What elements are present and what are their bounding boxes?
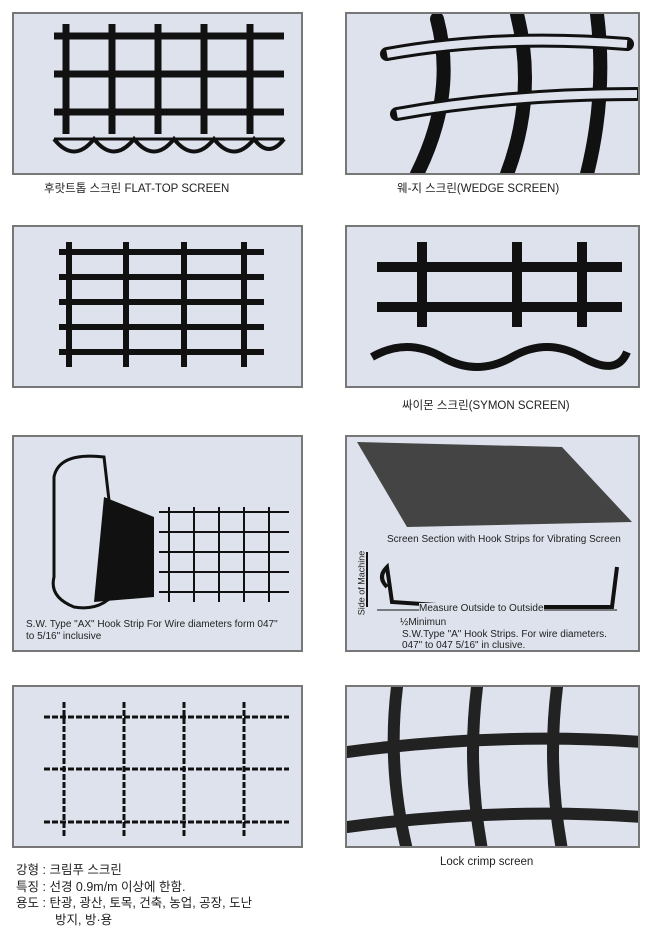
ax-hook-caption: S.W. Type "AX" Hook Strip For Wire diame… xyxy=(26,619,278,630)
wedge-caption: 웨-지 스크린(WEDGE SCREEN) xyxy=(397,183,560,195)
a-hook-strip-image: Screen Section with Hook Strips for Vibr… xyxy=(345,435,640,652)
a-hook-caption-line2: 047" to 047 5/16" in clusive. xyxy=(402,640,526,651)
crimp-mesh-drawing xyxy=(44,702,289,837)
double-crimp-screen-image xyxy=(12,225,303,388)
spec-list: 강형 : 크림푸 스크린 특징 : 선경 0.9m/m 이상에 한함. 용도 :… xyxy=(16,862,252,928)
ax-hook-strip-drawing xyxy=(51,454,289,610)
flat-top-caption: 후랏트톱 스크린 FLAT-TOP SCREEN xyxy=(44,183,230,195)
symon-caption: 싸이몬 스크린(SYMON SCREEN) xyxy=(402,400,570,412)
measure-label: Measure Outside to Outside xyxy=(419,603,544,615)
ax-hook-strip-image: S.W. Type "AX" Hook Strip For Wire diame… xyxy=(12,435,303,652)
symon-mesh-drawing xyxy=(370,242,631,371)
wedge-mesh-drawing xyxy=(380,14,638,173)
a-hook-caption: S.W.Type "A" Hook Strips. For wire diame… xyxy=(402,629,607,640)
wedge-screen-image xyxy=(345,12,640,175)
flat-top-mesh-drawing xyxy=(52,24,286,154)
flat-top-screen-image xyxy=(12,12,303,175)
lock-crimp-caption: Lock crimp screen xyxy=(440,856,534,868)
side-of-machine-label: Side of Machine xyxy=(356,550,367,616)
symon-screen-image xyxy=(345,225,640,388)
ax-hook-caption-line2: to 5/16" inclusive xyxy=(26,631,102,642)
vibrating-screen-title: Screen Section with Hook Strips for Vibr… xyxy=(387,534,621,545)
spec-feature: 특징 : 선경 0.9m/m 이상에 한함. xyxy=(16,879,186,894)
spec-usage-line2: 방지, 방·용 xyxy=(55,912,113,927)
minimum-label: ½Minimun xyxy=(400,617,447,628)
lock-crimp-screen-image xyxy=(345,685,640,848)
spec-usage: 용도 : 탄광, 광산, 토목, 건축, 농업, 공장, 도난 xyxy=(16,896,253,910)
spec-type: 강형 : 크림푸 스크린 xyxy=(16,863,122,877)
crimp-screen-image xyxy=(12,685,303,848)
vibrating-screen-drawing xyxy=(357,442,632,611)
lock-crimp-mesh-drawing xyxy=(347,687,638,846)
double-crimp-mesh-drawing xyxy=(59,242,264,367)
